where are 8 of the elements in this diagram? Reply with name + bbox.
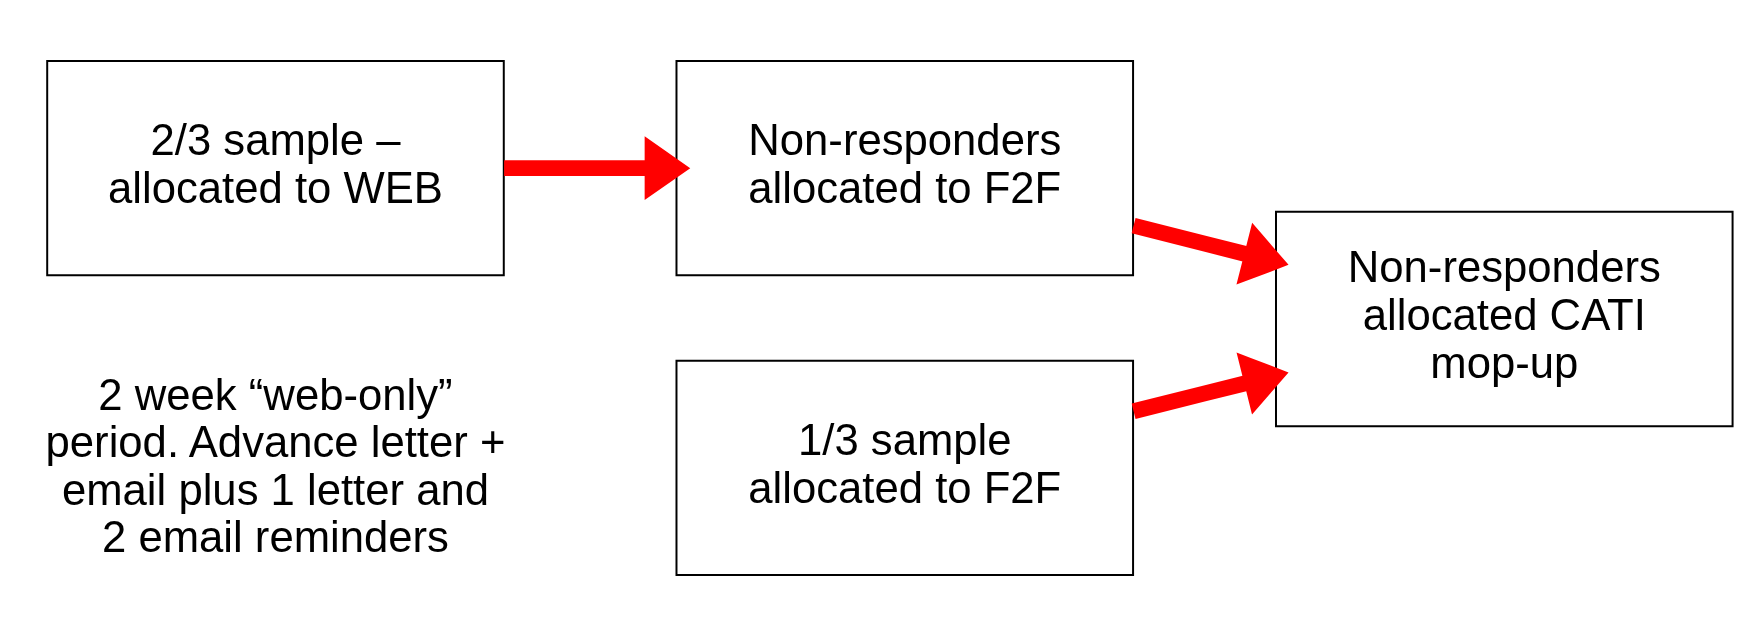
arrow [1131, 217, 1289, 285]
node-label: 2 week “web-only” period. Advance letter + email plus 1 letter and 2 email reminders [45, 369, 506, 562]
node-box: 1/3 sample allocated to F2F [675, 359, 1135, 577]
arrow [1131, 352, 1289, 419]
arrow [504, 136, 691, 201]
node-box: Non-responders allocated CATI mop-up [1275, 210, 1734, 428]
node-box: 2/3 sample – allocated to WEB [46, 59, 505, 277]
node-box: Non-responders allocated to F2F [675, 59, 1135, 277]
